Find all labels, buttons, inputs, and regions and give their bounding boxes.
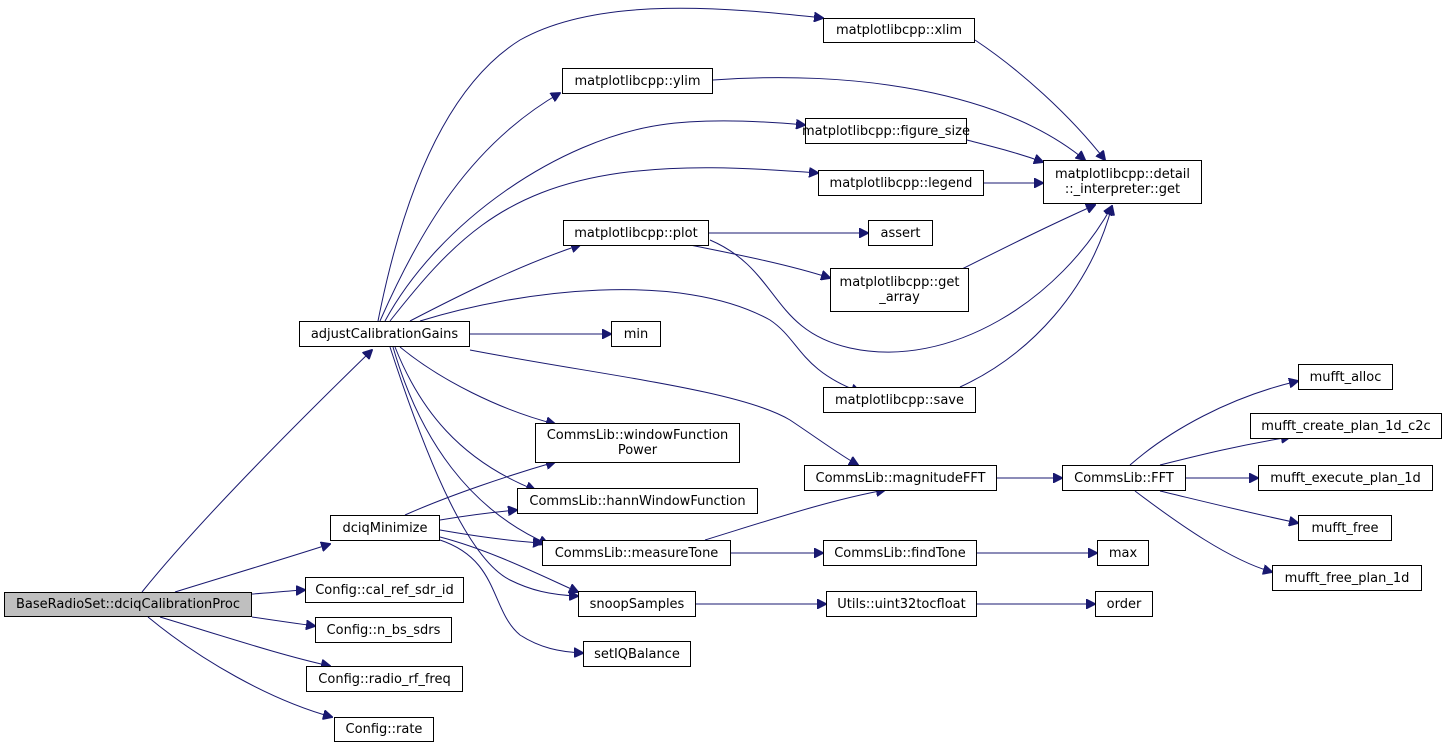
- edge-root-cal_ref_sdr_id: [251, 590, 305, 594]
- node-root: BaseRadioSet::dciqCalibrationProc: [4, 592, 252, 617]
- edge-get_array-get: [959, 205, 1095, 271]
- node-mufft_execute_plan_1d[interactable]: mufft_execute_plan_1d: [1258, 465, 1433, 491]
- edge-adjust-magnitudeFFT: [469, 349, 858, 465]
- node-windowFunctionPower[interactable]: CommsLib::windowFunction Power: [535, 423, 740, 463]
- edge-dciq-setIQBalance: [439, 539, 583, 653]
- edge-root-radio_rf_freq: [159, 616, 330, 666]
- node-n_bs_sdrs[interactable]: Config::n_bs_sdrs: [315, 617, 452, 643]
- node-interpreter_get[interactable]: matplotlibcpp::detail ::_interpreter::ge…: [1043, 160, 1202, 204]
- node-mufft_free_plan_1d[interactable]: mufft_free_plan_1d: [1272, 565, 1422, 591]
- node-measureTone[interactable]: CommsLib::measureTone: [542, 540, 731, 566]
- edge-dciq-snoopSamples: [439, 536, 578, 592]
- node-snoopSamples[interactable]: snoopSamples: [578, 591, 696, 617]
- node-mufft_alloc[interactable]: mufft_alloc: [1298, 364, 1393, 390]
- edge-adjust-plot: [409, 245, 580, 322]
- node-max[interactable]: max: [1097, 540, 1149, 566]
- node-xlim[interactable]: matplotlibcpp::xlim: [823, 18, 975, 43]
- node-FFT[interactable]: CommsLib::FFT: [1062, 465, 1186, 491]
- edge-FFT-mufft_free_plan_1d: [1134, 490, 1272, 572]
- node-assert[interactable]: assert: [868, 220, 933, 246]
- edge-FFT-mufft_create_plan_1d_c2c: [1159, 437, 1290, 466]
- node-dciqMinimize[interactable]: dciqMinimize: [330, 515, 440, 541]
- edge-adjust-xlim: [377, 7, 823, 322]
- node-findTone[interactable]: CommsLib::findTone: [823, 540, 977, 566]
- edge-adjust-measureTone: [392, 346, 548, 544]
- edge-measureTone-magnitudeFFT: [704, 490, 885, 541]
- edge-dciq-measureTone: [439, 529, 542, 543]
- node-legend[interactable]: matplotlibcpp::legend: [818, 170, 984, 196]
- edge-figure_size-get: [966, 139, 1043, 162]
- edge-dciq-hannWindowFunction: [439, 510, 517, 521]
- edge-FFT-mufft_alloc: [1129, 381, 1298, 466]
- edge-plot-get_array: [689, 244, 830, 278]
- node-uint32tocfloat[interactable]: Utils::uint32tocfloat: [826, 591, 977, 617]
- edge-save-get: [959, 206, 1112, 388]
- edge-root-adjustCalibrationGains: [141, 350, 372, 593]
- edge-root-n_bs_sdrs: [251, 616, 315, 626]
- edge-plot-get: [709, 206, 1112, 353]
- node-cal_ref_sdr_id[interactable]: Config::cal_ref_sdr_id: [305, 577, 464, 603]
- node-adjustCalibrationGains[interactable]: adjustCalibrationGains: [299, 321, 470, 347]
- node-setIQBalance[interactable]: setIQBalance: [583, 641, 691, 667]
- edge-ylim-get: [712, 77, 1085, 160]
- edge-root-dciqMinimize: [174, 544, 330, 593]
- edge-adjust-figure_size: [384, 121, 805, 322]
- edge-adjust-legend: [389, 167, 818, 322]
- node-magnitudeFFT[interactable]: CommsLib::magnitudeFFT: [804, 465, 997, 491]
- node-save[interactable]: matplotlibcpp::save: [823, 387, 976, 413]
- edge-adjust-hannWindowFunction: [394, 346, 535, 490]
- node-rate[interactable]: Config::rate: [334, 717, 434, 742]
- edge-adjust-save: [419, 289, 860, 392]
- edge-root-rate: [147, 616, 332, 717]
- edge-xlim-get: [974, 39, 1105, 160]
- edge-adjust-windowFunctionPower: [399, 346, 555, 424]
- edge-adjust-ylim: [379, 93, 560, 322]
- edge-adjust-snoopSamples: [389, 346, 578, 596]
- node-get_array[interactable]: matplotlibcpp::get _array: [830, 268, 969, 312]
- node-hannWindowFunction[interactable]: CommsLib::hannWindowFunction: [517, 488, 758, 514]
- node-min[interactable]: min: [611, 321, 661, 347]
- node-order[interactable]: order: [1095, 591, 1153, 617]
- edge-FFT-mufft_free: [1159, 490, 1298, 523]
- edge-dciq-windowFunctionPower: [404, 462, 555, 516]
- node-plot[interactable]: matplotlibcpp::plot: [563, 220, 709, 246]
- node-figure_size[interactable]: matplotlibcpp::figure_size: [802, 118, 970, 144]
- node-radio_rf_freq[interactable]: Config::radio_rf_freq: [306, 666, 463, 692]
- node-mufft_create_plan_1d_c2c[interactable]: mufft_create_plan_1d_c2c: [1250, 413, 1442, 439]
- node-ylim[interactable]: matplotlibcpp::ylim: [562, 68, 713, 94]
- node-mufft_free[interactable]: mufft_free: [1298, 515, 1392, 541]
